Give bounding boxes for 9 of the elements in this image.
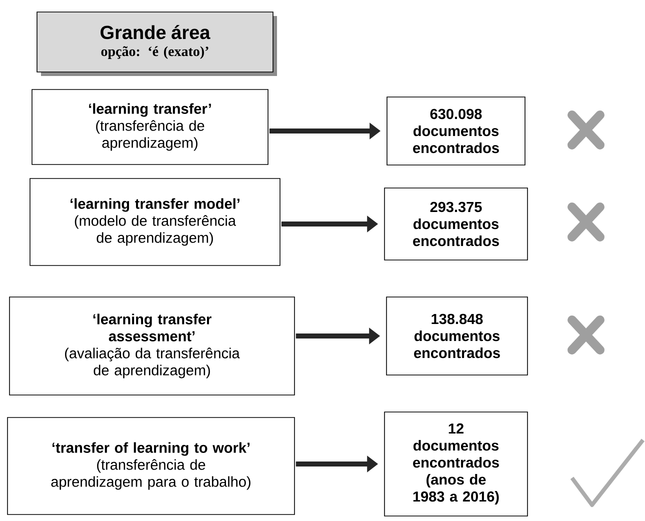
result-box: 12 documentos encontrados (anos de 1983 a 2016) — [384, 412, 528, 516]
query-box: ‘learning transfer model’ (modelo de transferência de aprendizagem) — [30, 178, 280, 266]
query-box: ‘learning transfer assessment’ (avaliação da transferência de aprendizagem) — [9, 296, 295, 396]
header-box: Grande área opção: ‘é (exato)’ — [36, 12, 274, 72]
query-box: ‘transfer of learning to work’ (transferência de aprendizagem para o trabalho) — [7, 417, 295, 515]
result-box: 138.848 documentos encontrados — [386, 296, 528, 376]
query-box: ‘learning transfer’ (transferência de aprendizagem) — [32, 89, 268, 165]
result-box: 293.375 documentos encontrados — [384, 188, 528, 260]
result-box: 630.098 documentos encontrados — [386, 96, 526, 166]
